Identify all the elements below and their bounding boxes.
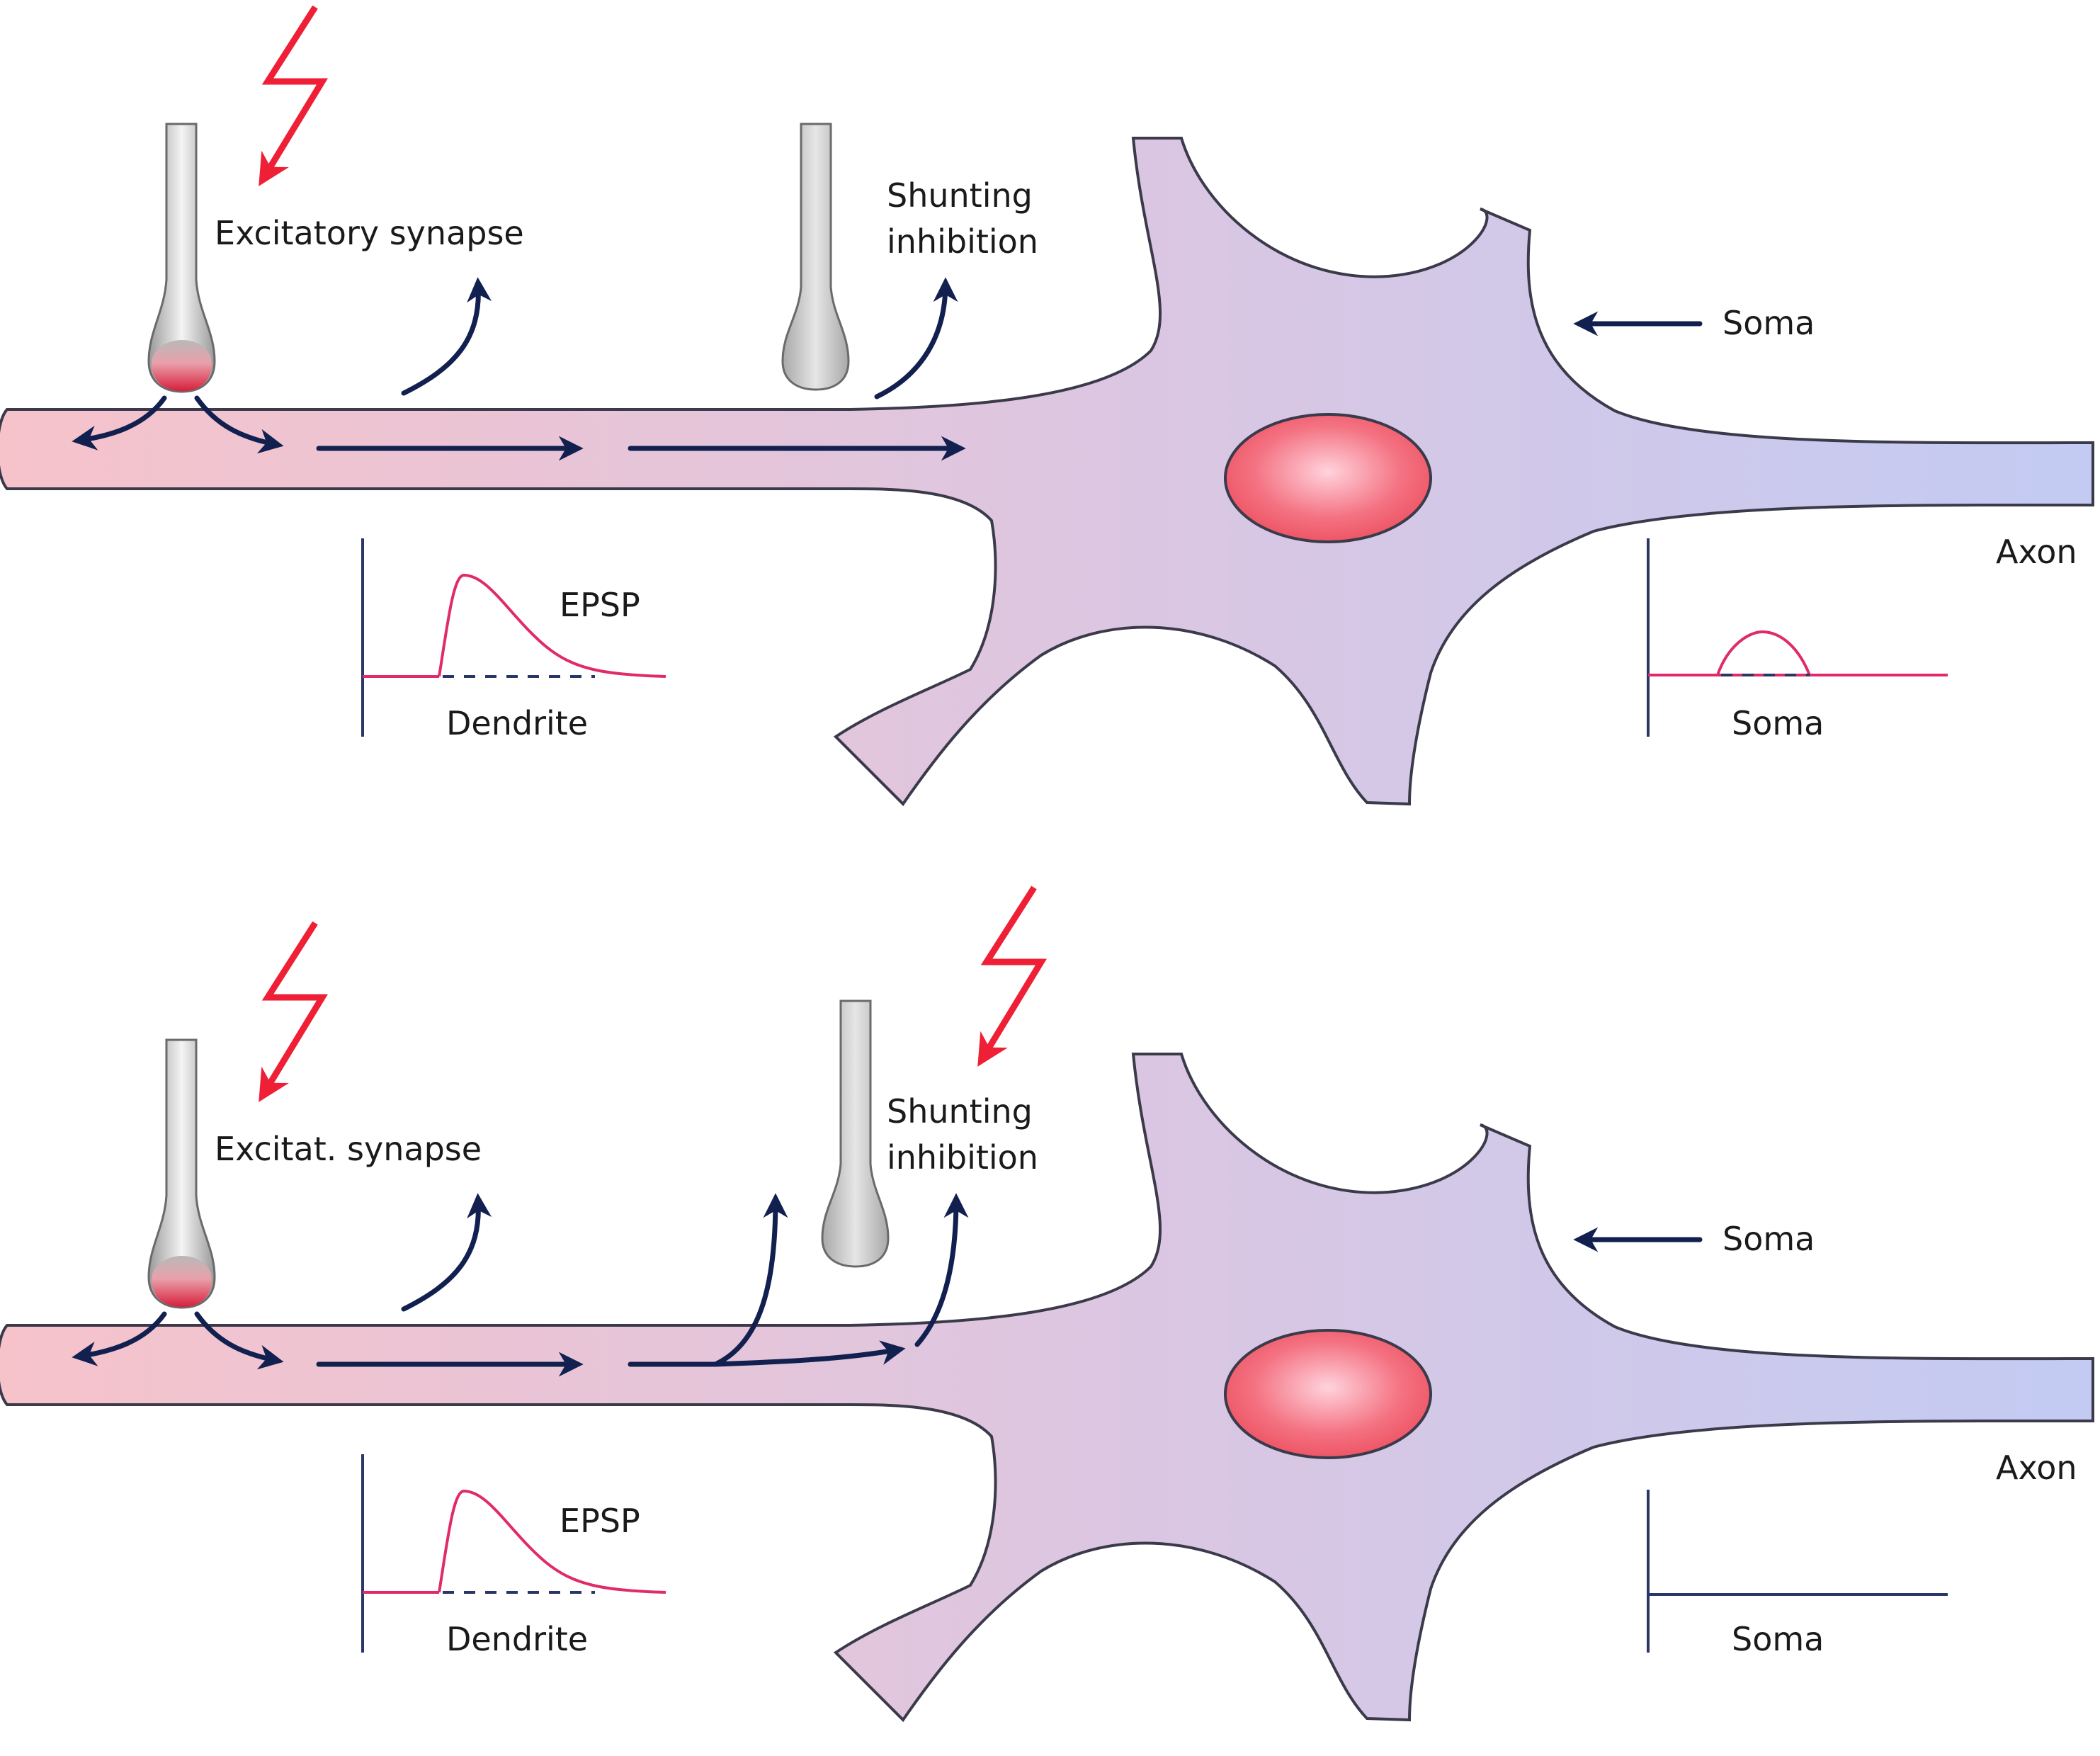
dendrite-trace-label: Dendrite — [446, 704, 588, 742]
current-flow-arrows — [72, 1193, 1703, 1377]
inhibition-label-line-1: Shunting — [887, 1092, 1033, 1131]
inhibition-label-line-1: Shunting — [887, 176, 1033, 215]
dendrite-epsp-plot: EPSP Dendrite — [361, 538, 666, 742]
lightning-bolt-icon — [259, 5, 328, 186]
arrow-icon — [713, 1193, 788, 1367]
soma-response-plot: Soma — [1647, 1490, 1948, 1658]
arrow-icon — [194, 395, 284, 454]
epsp-trace — [438, 573, 666, 678]
axon-label: Axon — [1996, 1449, 2077, 1487]
excitatory-synapse-terminal — [147, 1038, 216, 1309]
synapse-label: Excitatory synapse — [215, 214, 524, 252]
arrow-icon — [628, 1340, 906, 1367]
inhibition-label-line-2: inhibition — [887, 222, 1038, 261]
dendrite-trace-label: Dendrite — [446, 1620, 588, 1658]
panel-without-inhibition: Excitatory synapse Shunting inhibition S… — [0, 5, 2094, 805]
soma-trace-label: Soma — [1732, 1620, 1824, 1658]
arrow-icon — [72, 395, 167, 451]
arrow-icon — [401, 1193, 492, 1312]
arrow-icon — [72, 1311, 167, 1366]
panel-with-inhibition: Excitat. synapse Shunting inhibition Som… — [0, 885, 2094, 1721]
synapse-label: Excitat. synapse — [215, 1130, 482, 1168]
epsp-label: EPSP — [560, 1502, 640, 1540]
soma-label: Soma — [1722, 1220, 1815, 1258]
arrow-icon — [874, 277, 958, 400]
excitatory-synapse-terminal — [147, 123, 216, 393]
inhibition-label-line-2: inhibition — [887, 1138, 1038, 1177]
soma-response-trace — [1716, 630, 1811, 676]
arrow-icon — [194, 1311, 284, 1370]
axon-label: Axon — [1996, 533, 2077, 571]
epsp-label: EPSP — [560, 586, 640, 624]
lightning-bolt-icon — [259, 921, 328, 1102]
inhibitory-synapse-terminal — [821, 999, 890, 1268]
lightning-bolt-icon — [977, 885, 1047, 1067]
inhibitory-synapse-terminal — [781, 123, 850, 391]
arrow-icon — [401, 277, 492, 396]
soma-trace-label: Soma — [1732, 704, 1824, 742]
dendrite-epsp-plot: EPSP Dendrite — [361, 1454, 666, 1658]
arrow-icon — [914, 1193, 969, 1347]
soma-response-plot: Soma — [1647, 538, 1948, 742]
epsp-trace — [438, 1489, 666, 1594]
current-flow-arrows — [72, 277, 1703, 461]
soma-label: Soma — [1722, 304, 1815, 342]
